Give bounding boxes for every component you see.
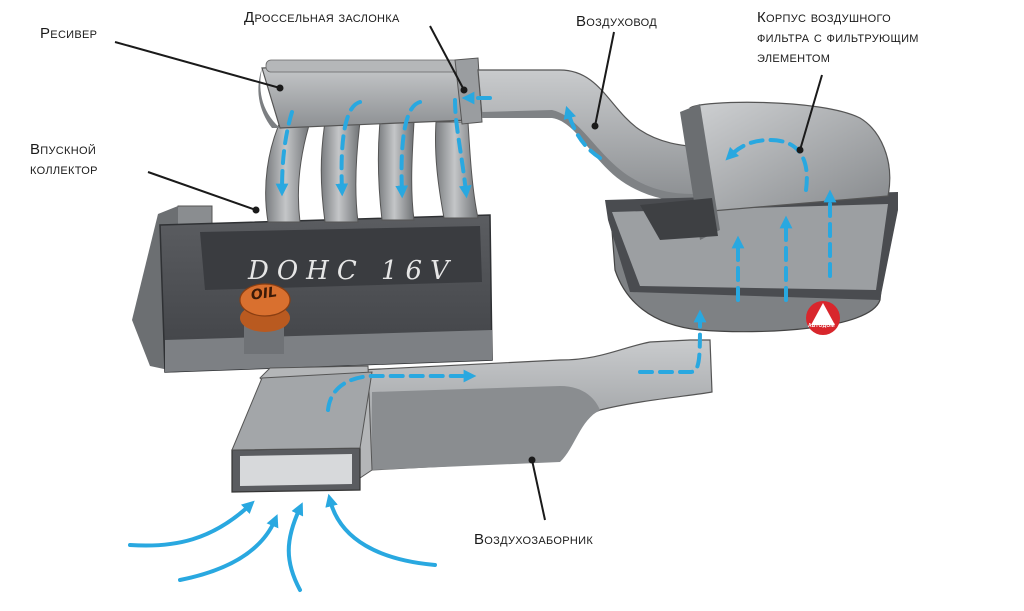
- intake-manifold: [265, 121, 479, 223]
- throttle-label: Дроссельная заслонка: [244, 9, 400, 26]
- filter-housing-label-line3: элементом: [757, 49, 831, 66]
- logo-text: АВТОДОМ: [808, 323, 835, 329]
- intake-manifold-label-line2: коллектор: [30, 161, 98, 178]
- manifold-flow-arrow: [335, 100, 362, 197]
- brand-logo: [806, 301, 840, 335]
- throttle-leader-line: [429, 25, 465, 91]
- air-filter-housing: [605, 101, 898, 333]
- leader-lines: [114, 25, 823, 521]
- filter-leader-line: [799, 74, 823, 151]
- throttle-body: [454, 57, 483, 125]
- air-duct: [477, 69, 716, 202]
- intake-manifold-label-line1: Впускной: [30, 141, 97, 158]
- manifold-flow-arrow: [275, 110, 294, 197]
- leader-dots: [252, 84, 804, 464]
- filter-housing-label-line2: фильтра с фильтрующим: [757, 29, 919, 46]
- manifold-leader-line: [147, 171, 257, 211]
- airflow-arrows: [128, 91, 837, 592]
- manifold-flow-arrow: [453, 98, 472, 199]
- oil-cap: [239, 283, 291, 354]
- receiver-label: Ресивер: [40, 25, 98, 42]
- incoming-air-arrow: [325, 493, 437, 567]
- air-intake-leader-line: [531, 459, 546, 521]
- filter-housing-label-line1: Корпус воздушного: [757, 9, 891, 26]
- air-duct-leader-line: [594, 31, 615, 127]
- incoming-air-arrow: [178, 514, 279, 582]
- engine-block: [132, 205, 493, 373]
- air-intake-label: Воздухозаборник: [474, 531, 594, 548]
- duct-flow-arrow: [563, 105, 602, 160]
- engine-cover-text: DOHC 16V: [248, 256, 457, 286]
- snorkel-flow-arrow: [326, 369, 477, 412]
- receiver-leader-line: [114, 41, 281, 89]
- incoming-air-arrow: [128, 500, 255, 548]
- manifold-flow-arrow: [395, 100, 422, 199]
- incoming-air-arrow: [286, 502, 304, 592]
- filter-flow-arrow: [725, 137, 809, 192]
- air-duct-label: Воздуховод: [576, 13, 658, 30]
- air-intake-snorkel: [231, 339, 713, 493]
- snorkel-flow-arrow: [638, 309, 707, 374]
